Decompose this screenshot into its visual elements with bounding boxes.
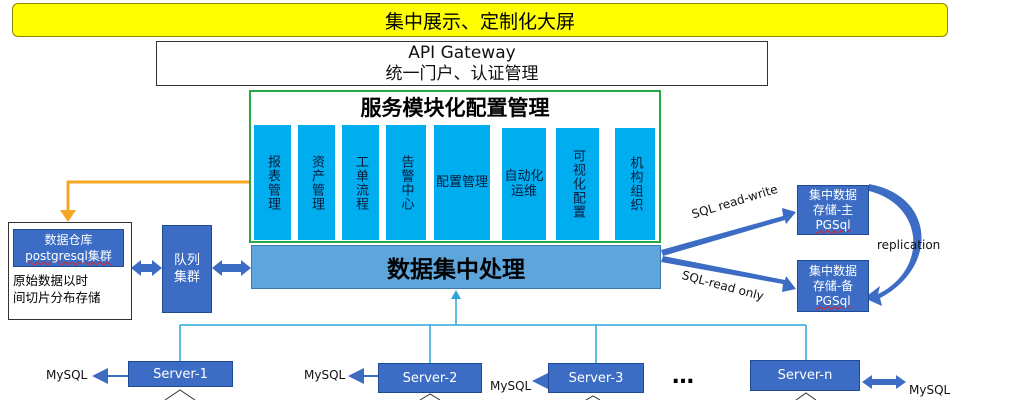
warehouse-note-line1: 原始数据以时	[13, 273, 89, 288]
storage-backup-line1: 集中数据	[808, 263, 857, 278]
warehouse-note: 原始数据以时 间切片分布存储	[13, 272, 128, 306]
server-1: Server-1	[128, 361, 233, 387]
storage-primary-line3: PGSql	[815, 217, 851, 232]
module-visual-config: 可视化配置	[556, 128, 599, 240]
server-2: Server-2	[378, 363, 482, 393]
module-automation: 自动化运维	[502, 128, 546, 240]
server-n: Server-n	[750, 360, 860, 391]
queue-cluster: 队列 集群	[162, 225, 212, 313]
replication-arrow	[864, 184, 922, 306]
module-organization: 机构组织	[615, 128, 655, 240]
services-title: 服务模块化配置管理	[360, 96, 550, 120]
warehouse-title: 数据仓库 postgresql集群	[13, 229, 124, 267]
write-arrow	[661, 208, 796, 256]
storage-backup-line3: PGSql	[815, 293, 851, 308]
read-arrow	[661, 256, 796, 292]
queue-core-arrow	[212, 260, 251, 276]
dashboard-banner: 集中展示、定制化大屏	[12, 3, 948, 37]
api-gateway-box: API Gateway 统一门户、认证管理	[156, 41, 768, 86]
module-assets: 资产管理	[298, 125, 335, 240]
ellipsis: …	[672, 364, 694, 389]
storage-primary: 集中数据 存储-主 PGSql	[797, 185, 869, 235]
mysql-label-3: MySQL	[490, 379, 532, 393]
mysql-label-2: MySQL	[304, 368, 346, 382]
warehouse-title-line2: postgresql集群	[25, 249, 112, 263]
gateway-subtitle: 统一门户、认证管理	[385, 63, 539, 84]
queue-line1: 队列	[173, 253, 200, 268]
server-3: Server-3	[548, 363, 644, 393]
storage-primary-line1: 集中数据	[808, 187, 857, 202]
storage-backup-line2: 存储-备	[812, 278, 854, 293]
mysql-label-1: MySQL	[46, 368, 88, 382]
mysql-label-n: MySQL	[909, 383, 951, 397]
module-workflow: 工单流程	[342, 125, 379, 240]
data-processing-core: 数据集中处理	[251, 245, 661, 289]
server-tree	[179, 292, 807, 363]
warehouse-queue-arrow	[131, 260, 162, 276]
module-config: 配置管理	[434, 125, 490, 240]
warehouse-title-line1: 数据仓库	[44, 233, 93, 247]
orange-link-arrow	[66, 180, 250, 214]
module-reports: 报表管理	[254, 125, 291, 240]
queue-line2: 集群	[173, 270, 200, 285]
storage-backup: 集中数据 存储-备 PGSql	[797, 260, 869, 312]
module-alerts: 告警中心	[386, 125, 426, 240]
gateway-title: API Gateway	[408, 42, 516, 63]
replication-label: replication	[877, 238, 941, 252]
warehouse-note-line2: 间切片分布存储	[13, 290, 101, 305]
storage-primary-line2: 存储-主	[812, 202, 854, 217]
